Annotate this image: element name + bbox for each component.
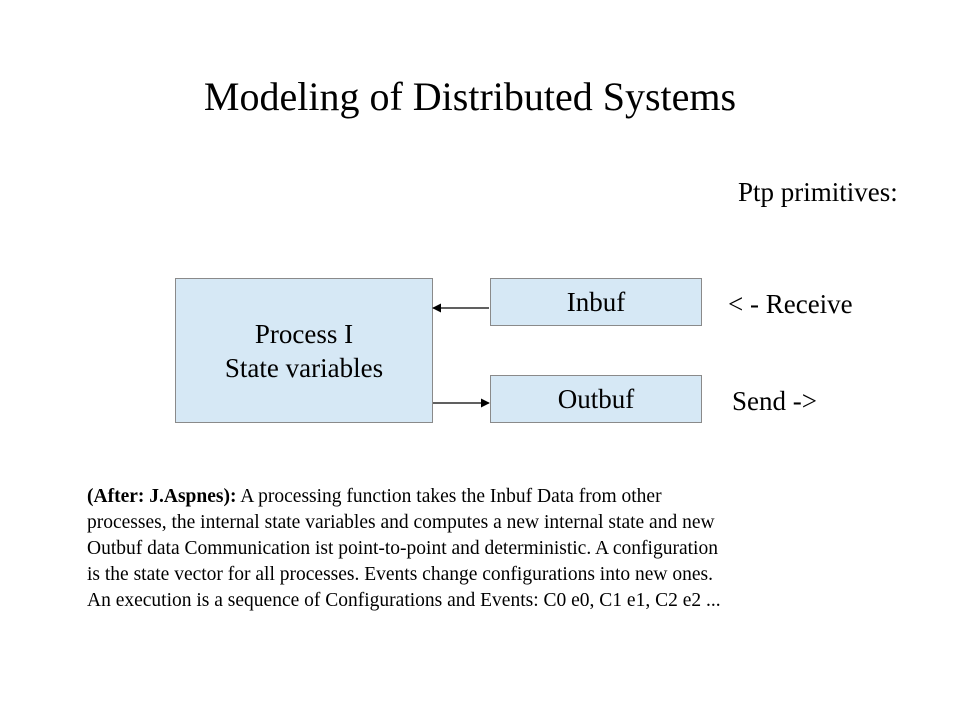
slide-title-text: Modeling of Distributed Systems — [203, 74, 737, 119]
slide-title: Modeling of Distributed Systems — [0, 72, 960, 122]
description-line-3: Outbuf data Communication ist point-to-p… — [87, 538, 718, 559]
description-line-1: (After: J.Aspnes): A processing function… — [87, 484, 887, 510]
inbuf-label: Inbuf — [566, 287, 626, 317]
description-paragraph: (After: J.Aspnes): A processing function… — [87, 484, 887, 614]
outbuf-box: Outbuf — [490, 375, 702, 423]
description-line-4: is the state vector for all processes. E… — [87, 564, 713, 585]
send-label: Send -> — [732, 386, 817, 416]
receive-label: < - Receive — [728, 289, 853, 319]
process-state-variables: State variables — [224, 352, 384, 383]
outbuf-label: Outbuf — [557, 384, 635, 414]
description-lead: (After: J.Aspnes): — [87, 486, 237, 507]
process-box: Process I State variables — [175, 278, 433, 423]
description-line-2: processes, the internal state variables … — [87, 512, 715, 533]
description-line-1-rest: A processing function takes the Inbuf Da… — [236, 486, 662, 507]
inbuf-box: Inbuf — [490, 278, 702, 326]
process-name: Process I — [254, 318, 354, 349]
ptp-primitives-label: Ptp primitives: — [738, 177, 898, 207]
description-line-5: An execution is a sequence of Configurat… — [87, 590, 721, 611]
